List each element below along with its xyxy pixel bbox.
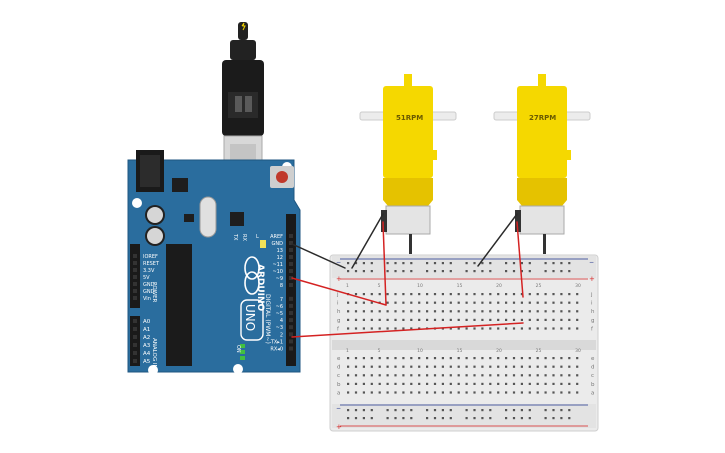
- row-letter: e: [337, 356, 341, 362]
- analog-pin-label: A3: [143, 343, 151, 349]
- row-letter: d: [591, 365, 595, 371]
- row-letter: e: [591, 356, 595, 362]
- row-letter: i: [591, 301, 593, 307]
- wire-gnd: [291, 243, 346, 269]
- on-led-label: ON: [235, 345, 241, 353]
- column-number: 25: [536, 283, 542, 289]
- row-letter: c: [337, 373, 340, 379]
- power-pin-label: IOREF: [143, 254, 158, 260]
- column-number: 20: [496, 283, 502, 289]
- digital-pin-label: 4: [280, 318, 283, 324]
- column-number: 25: [536, 348, 542, 354]
- power-header-label: POWER: [151, 282, 157, 303]
- power-pin-label: GND: [143, 289, 155, 295]
- row-letter: g: [337, 318, 341, 324]
- digital-pin-label: TX▸1: [270, 339, 283, 345]
- digital-pin-label: 2: [280, 332, 283, 338]
- breadboard-holes: [347, 262, 579, 420]
- column-number: 10: [417, 348, 423, 354]
- power-pin-label: RESET: [143, 261, 160, 267]
- row-letter: j: [590, 292, 593, 298]
- column-number: 30: [575, 283, 581, 289]
- column-number: 1: [346, 283, 349, 289]
- analog-pin-label: A2: [143, 335, 150, 341]
- analog-pin-label: A5: [143, 359, 151, 365]
- digital-pin-label: AREF: [270, 234, 283, 240]
- motor-speed-label: 27RPM: [529, 114, 556, 122]
- wire-motor2-black: [477, 213, 518, 267]
- power-pin-label: Vin: [143, 296, 151, 302]
- digital-pin-label: ~6: [276, 304, 283, 310]
- arduino-pin-labels: AREFGND1312~11~10~987~6~54~32TX▸1RX◂0IOR…: [133, 234, 293, 365]
- digital-pin-label: ~5: [276, 311, 283, 317]
- digital-pin-label: 8: [280, 283, 283, 289]
- rail-plus-label-right: +: [589, 275, 595, 283]
- power-pin-label: 3.3V: [143, 268, 155, 274]
- row-letter: j: [336, 292, 339, 298]
- rail-minus-label-bottom: −: [336, 405, 341, 412]
- arduino-brand-text: ARDUINO: [255, 264, 265, 312]
- row-letter: d: [337, 365, 341, 371]
- digital-header-label: DIGITAL (PWM~): [264, 294, 271, 344]
- digital-pin-label: GND: [272, 241, 284, 247]
- arduino-uno-board: AREFGND1312~11~10~987~6~54~32TX▸1RX◂0IOR…: [127, 150, 301, 375]
- wire-motor1-red: [382, 221, 387, 306]
- row-letter: a: [337, 390, 340, 396]
- row-letter: b: [591, 382, 595, 388]
- wire-motor1-black: [351, 213, 384, 269]
- tx-led-label: TX: [232, 233, 238, 241]
- digital-pin-label: RX◂0: [270, 347, 283, 353]
- wire-motor2-red: [516, 221, 524, 298]
- row-letter: g: [591, 318, 595, 324]
- digital-pin-label: ~3: [276, 325, 283, 331]
- motor-27rpm: 27RPM: [493, 74, 591, 254]
- motor-speed-label: 51RPM: [396, 114, 423, 122]
- arduino-model-text: UNO: [243, 304, 257, 331]
- row-letter: c: [591, 373, 594, 379]
- row-letter: b: [337, 382, 341, 388]
- digital-pin-label: 7: [280, 297, 283, 303]
- analog-pin-label: A0: [143, 319, 151, 325]
- column-number: 10: [417, 283, 423, 289]
- power-pin-label: GND: [143, 282, 155, 288]
- column-number: 30: [575, 348, 581, 354]
- row-letter: i: [337, 301, 339, 307]
- wires: [291, 213, 524, 338]
- row-letter: f: [337, 326, 340, 332]
- digital-pin-label: 13: [277, 248, 283, 254]
- rx-led-label: RX: [241, 234, 247, 241]
- arduino-logo-icon: [244, 256, 260, 280]
- analog-pin-label: A4: [143, 351, 151, 357]
- rail-plus-label-bottom: +: [336, 423, 342, 431]
- row-letter: h: [337, 309, 341, 315]
- column-number: 15: [457, 348, 463, 354]
- row-letter: a: [591, 390, 594, 396]
- column-number: 1: [346, 348, 349, 354]
- row-letter: f: [591, 326, 594, 332]
- motor-51rpm: 51RPM: [359, 74, 457, 254]
- l-led-label: L: [256, 234, 259, 240]
- digital-pin-label: ~11: [272, 262, 283, 268]
- rail-minus-label-right: −: [589, 259, 594, 266]
- rail-plus-label: +: [336, 275, 342, 283]
- analog-pin-label: A1: [143, 327, 150, 333]
- wire-pin3: [291, 322, 524, 338]
- row-letter: h: [591, 309, 595, 315]
- column-number: 15: [457, 283, 463, 289]
- digital-pin-label: 12: [277, 255, 283, 261]
- column-number: 5: [378, 283, 381, 289]
- digital-pin-label: ~9: [276, 276, 283, 282]
- wire-pin10: [291, 277, 387, 306]
- digital-pin-label: ~10: [272, 269, 283, 275]
- power-pin-label: 5V: [143, 275, 150, 281]
- analog-header-label: ANALOG IN: [151, 338, 157, 369]
- column-number: 20: [496, 348, 502, 354]
- rail-minus-label: −: [336, 259, 341, 266]
- column-number: 5: [378, 348, 381, 354]
